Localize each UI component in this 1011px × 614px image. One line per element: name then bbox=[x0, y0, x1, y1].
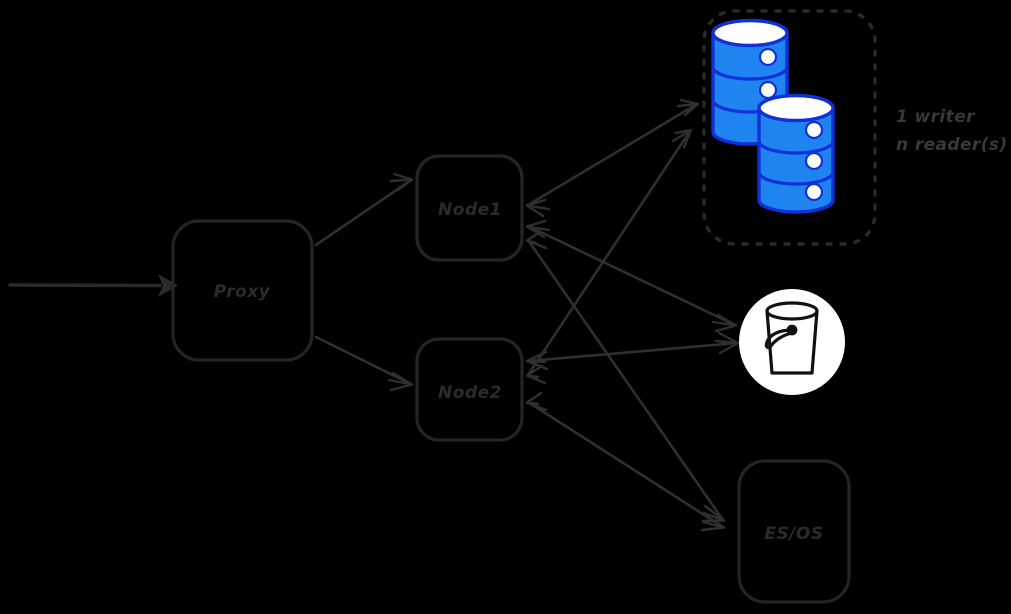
bucket-icon bbox=[764, 301, 819, 375]
edge-node1-database bbox=[525, 98, 700, 218]
edge-node2-bucket bbox=[525, 331, 740, 371]
node-node1[interactable]: Node1 bbox=[415, 154, 524, 262]
node2-box-shape bbox=[415, 337, 524, 442]
esos-label: ES/OS bbox=[764, 524, 823, 544]
bucket-circle-background bbox=[739, 289, 845, 395]
proxy-box-shape bbox=[171, 219, 314, 362]
esos-box-shape bbox=[737, 459, 851, 604]
edge-proxy-node1 bbox=[314, 172, 414, 247]
node2-label: Node2 bbox=[438, 383, 502, 403]
database-group-dashed-border bbox=[702, 9, 877, 246]
edge-proxy-node2 bbox=[314, 335, 414, 392]
edge-node1-bucket bbox=[525, 219, 738, 333]
database-group[interactable] bbox=[702, 9, 877, 246]
node1-label: Node1 bbox=[438, 200, 502, 220]
node-proxy[interactable]: Proxy bbox=[171, 219, 314, 362]
node-esos[interactable]: ES/OS bbox=[737, 459, 851, 604]
node-node2[interactable]: Node2 bbox=[415, 337, 524, 442]
annotation-line-1: 1 writer bbox=[896, 107, 976, 127]
database-cylinder-2 bbox=[757, 93, 835, 214]
database-annotation: 1 writer n reader(s) bbox=[896, 107, 1008, 155]
bucket-handle-knob bbox=[786, 324, 798, 336]
node-bucket[interactable] bbox=[739, 289, 845, 395]
annotation-line-2: n reader(s) bbox=[896, 135, 1008, 155]
inbound-traffic-arrow bbox=[8, 274, 178, 297]
edge-node2-esos bbox=[525, 391, 726, 532]
edge-node2-database bbox=[525, 128, 693, 385]
edge-node1-esos bbox=[525, 230, 726, 523]
node1-box-shape bbox=[415, 154, 524, 262]
proxy-label: Proxy bbox=[214, 282, 271, 302]
